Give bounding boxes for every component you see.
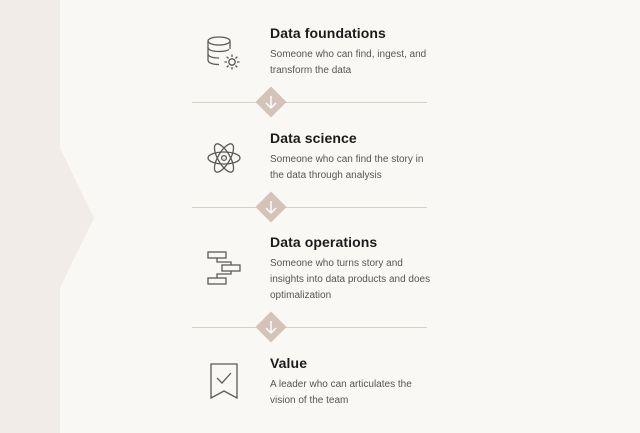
arrow-down-icon: [265, 96, 277, 109]
step-description: A leader who can articulates the vision …: [270, 379, 412, 406]
database-gear-icon: [207, 36, 240, 70]
flow-blocks-icon: [207, 251, 241, 285]
step-title: Data science: [270, 130, 357, 146]
step-description: Someone who can find the story in the da…: [270, 154, 424, 181]
chevron-arrow-shape: [60, 148, 94, 288]
step-divider: [192, 102, 427, 103]
ribbon-check-icon: [210, 363, 238, 400]
left-side-panel: [0, 0, 60, 433]
step-title: Data operations: [270, 234, 378, 250]
step-description: Someone who can find, ingest, and transf…: [270, 49, 427, 76]
step-title: Data foundations: [270, 25, 386, 41]
step-description: Someone who turns story and insights int…: [270, 258, 431, 301]
step-title: Value: [270, 355, 308, 371]
atom-icon: [207, 143, 241, 173]
arrow-down-icon: [265, 321, 277, 334]
arrow-down-icon: [265, 201, 277, 214]
step-divider: [192, 207, 427, 208]
step-divider: [192, 327, 427, 328]
